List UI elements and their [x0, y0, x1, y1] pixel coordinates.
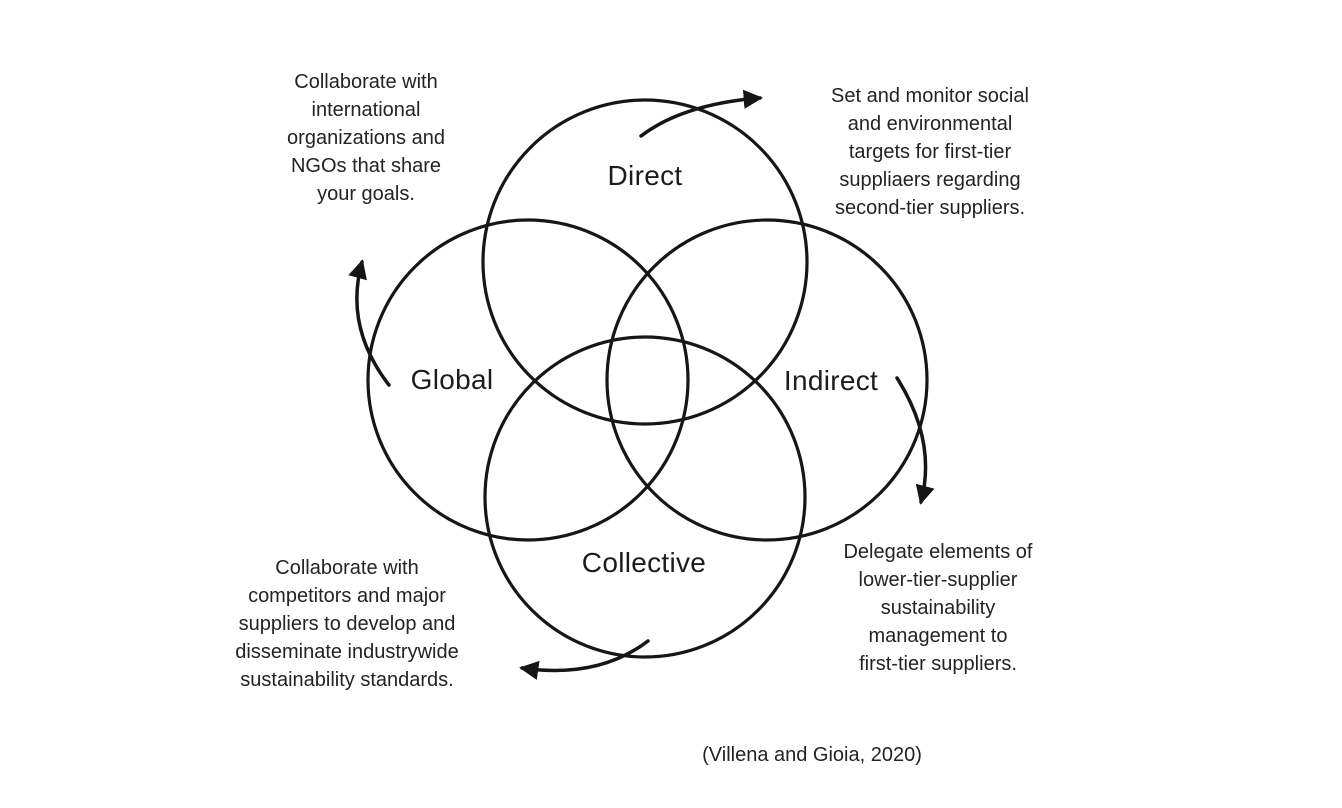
label-direct: Direct	[607, 160, 683, 191]
note-direct: Set and monitor social and environmental…	[831, 85, 1029, 219]
circle-indirect	[605, 218, 929, 542]
clockwise-arrow-right-icon	[895, 376, 935, 505]
circle-global	[366, 218, 690, 542]
label-collective: Collective	[581, 547, 707, 578]
label-indirect: Indirect	[783, 365, 879, 396]
clockwise-arrow-top-icon	[639, 89, 763, 138]
note-indirect: Delegate elements of lower-tier-supplier…	[843, 541, 1033, 675]
cycle-arrows	[348, 89, 935, 680]
clockwise-arrow-bottom-icon	[519, 639, 650, 680]
label-global: Global	[410, 364, 494, 395]
circle-direct	[481, 98, 809, 426]
venn-circles	[366, 98, 929, 659]
note-global: Collaborate with international organizat…	[287, 71, 445, 205]
citation-text: (Villena and Gioia, 2020)	[702, 744, 922, 766]
note-collective: Collaborate with competitors and major s…	[235, 557, 459, 691]
clockwise-arrow-left-icon	[348, 259, 391, 387]
circle-collective	[483, 335, 807, 659]
